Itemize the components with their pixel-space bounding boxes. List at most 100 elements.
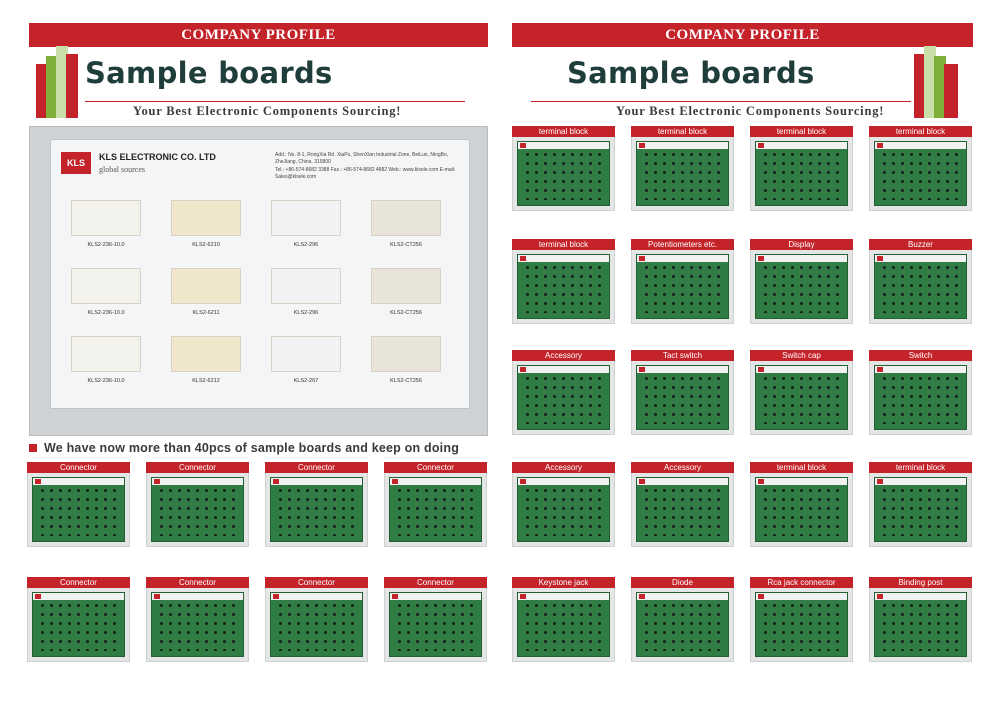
sample-board-thumbnail: Switch [869,350,972,435]
thumbnail-photo [27,588,130,662]
board-header-strip [756,478,847,485]
decor-bar-lightgreen-r [924,46,936,118]
board-header-strip [637,366,728,373]
part-number-label: KLS2-CT256 [390,242,422,248]
green-sample-board [517,592,610,657]
terminal-block-part [271,268,341,304]
green-sample-board [755,141,848,206]
thumbnail-photo [750,588,853,662]
part-number-label: KLS2-CT256 [390,378,422,384]
mounted-components [276,601,357,651]
page-subtitle-right: Your Best Electronic Components Sourcing… [616,104,885,118]
thumbnail-photo [750,250,853,324]
mounted-components [642,263,723,313]
thumbnail-label: Accessory [512,462,615,473]
board-header-strip [875,255,966,262]
thumbnail-label: Connector [146,577,249,588]
green-sample-board [517,365,610,430]
green-sample-board [636,141,729,206]
sample-board-thumbnail: Accessory [512,350,615,435]
thumbnail-photo [631,250,734,324]
thumbnail-label: Connector [265,577,368,588]
thumbnail-photo [384,473,487,547]
green-sample-board [874,592,967,657]
left-page: COMPANY PROFILE Sample boards Your Best … [0,0,497,707]
mounted-components [880,486,961,536]
thumbnail-label: terminal block [869,126,972,137]
mounted-components [157,486,238,536]
mounted-components [642,486,723,536]
decor-bar-red-r1 [914,54,926,118]
thumbnail-photo [512,588,615,662]
mounted-components [761,374,842,424]
thumbnail-photo [27,473,130,547]
green-sample-board [517,254,610,319]
thumbnail-label: Display [750,239,853,250]
sample-board-thumbnail: terminal block [512,126,615,211]
page-subtitle: Your Best Electronic Components Sourcing… [133,104,402,118]
mounted-components [523,374,604,424]
thumbnail-photo [512,473,615,547]
thumbnail-photo [750,473,853,547]
mounted-components [880,150,961,200]
green-sample-board [270,477,363,542]
thumbnail-label: terminal block [512,126,615,137]
mounted-components [523,263,604,313]
green-sample-board [874,365,967,430]
part-number-label: KLS2-236-10.0 [87,310,125,316]
part-number-label: KLS2-236-10.0 [87,378,125,384]
thumbnail-photo [512,137,615,211]
sample-board-thumbnail: Switch cap [750,350,853,435]
sample-board-thumbnail: terminal block [869,462,972,547]
thumbnail-label: Keystone jack [512,577,615,588]
board-header-strip [637,142,728,149]
terminal-block-sample: KLS2-CT256 [365,332,447,394]
thumbnail-photo [631,137,734,211]
kls-logo: KLS [61,152,91,174]
green-sample-board [755,365,848,430]
mounted-components [38,601,119,651]
thumbnail-label: Connector [27,462,130,473]
board-header-strip [518,255,609,262]
terminal-block-part [371,336,441,372]
board-header-strip [875,478,966,485]
mounted-components [642,374,723,424]
thumbnail-label: terminal block [631,126,734,137]
board-header-strip [637,593,728,600]
thumbnail-label: Tact switch [631,350,734,361]
thumbnail-photo [869,588,972,662]
terminal-block-sample: KLS2-296 [265,196,347,258]
green-sample-board [32,592,125,657]
brand-line: global sources [99,165,145,174]
sample-board-thumbnail: Accessory [631,462,734,547]
terminal-block-part [271,336,341,372]
company-name: KLS ELECTRONIC CO. LTD [99,152,216,162]
sample-board-thumbnail: terminal block [869,126,972,211]
sample-board-thumbnail: Keystone jack [512,577,615,662]
mounted-components [276,486,357,536]
green-sample-board [389,477,482,542]
mounted-components [523,150,604,200]
part-number-label: KLS2-6212 [192,378,220,384]
terminal-block-sample: KLS2-6211 [165,264,247,326]
green-sample-board [32,477,125,542]
thumbnail-photo [512,250,615,324]
thumbnail-label: Potentiometers etc. [631,239,734,250]
terminal-block-part [171,200,241,236]
thumbnail-photo [631,361,734,435]
boards-note: We have now more than 40pcs of sample bo… [29,441,459,455]
board-header-strip [271,593,362,600]
part-number-label: KLS2-6210 [192,242,220,248]
board-header-strip [518,142,609,149]
decor-bar-red-r2 [944,64,958,118]
sample-board-thumbnail: Tact switch [631,350,734,435]
mounted-components [523,601,604,651]
green-sample-board [517,477,610,542]
thumbnail-photo [512,361,615,435]
thumbnail-label: Connector [265,462,368,473]
bullet-square [29,443,37,452]
thumbnail-label: Connector [146,462,249,473]
thumbnail-photo [750,137,853,211]
decor-bar-red-2 [66,54,78,118]
sample-board-thumbnail: terminal block [631,126,734,211]
